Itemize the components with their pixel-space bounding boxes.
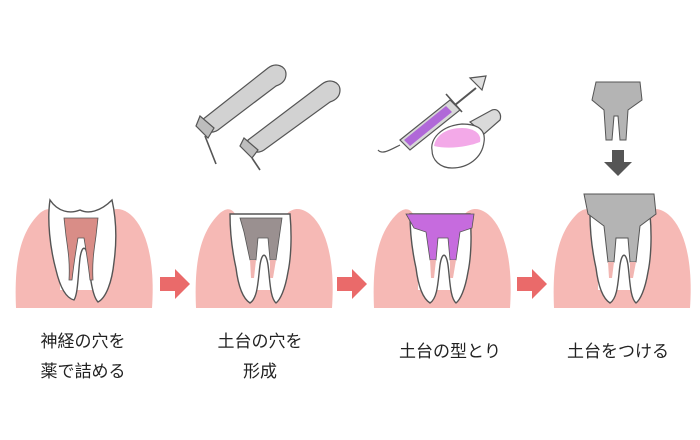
step-2-caption: 土台の穴を 形成 xyxy=(200,327,320,387)
canal-remaining-2 xyxy=(250,260,276,278)
step-4-attach-abutment xyxy=(553,81,691,308)
next-arrow-3 xyxy=(517,269,547,299)
post-hole-2 xyxy=(239,217,283,261)
canal-remaining-3 xyxy=(430,260,456,278)
step-2-caption-line1: 土台の穴を xyxy=(217,332,303,352)
step-3-impression xyxy=(373,75,511,308)
next-arrow-1 xyxy=(160,269,190,299)
handpiece-icon xyxy=(195,64,341,171)
impression-material-3 xyxy=(405,213,475,261)
step-3-caption-line1: 土台の型とり xyxy=(399,342,501,362)
abutment-post-4 xyxy=(583,193,657,263)
next-arrow-2 xyxy=(337,269,367,299)
step-2-caption-line2: 形成 xyxy=(243,362,277,382)
step-4-caption: 土台をつける xyxy=(548,337,688,367)
step-1-caption: 神経の穴を 薬で詰める xyxy=(18,327,148,387)
down-arrow xyxy=(604,150,632,176)
step-1-tooth-filled xyxy=(15,198,153,308)
step-1-caption-line1: 神経の穴を xyxy=(40,332,126,352)
syringe-icon xyxy=(377,75,487,153)
canal-remaining-4 xyxy=(608,262,636,278)
step-3-caption: 土台の型とり xyxy=(380,337,520,367)
canal-filling-1 xyxy=(63,217,99,281)
step-2-post-hole xyxy=(195,64,341,308)
step-4-caption-line1: 土台をつける xyxy=(567,342,669,362)
step-1-caption-line2: 薬で詰める xyxy=(40,362,126,382)
impression-tray-icon xyxy=(431,109,502,169)
abutment-post-icon xyxy=(591,81,643,141)
